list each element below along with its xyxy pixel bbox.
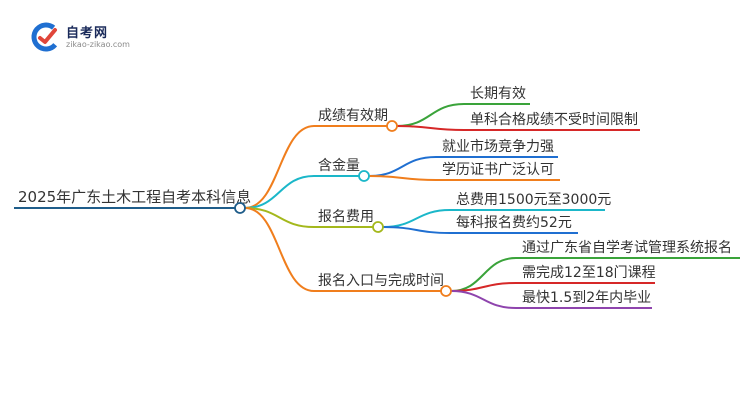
branch-topic-0[interactable]: 成绩有效期: [318, 108, 388, 124]
logo-title: 自考网: [66, 26, 109, 41]
leaf-link-2-0: [382, 209, 451, 228]
branch-topic-3[interactable]: 报名入口与完成时间: [318, 273, 444, 289]
site-logo[interactable]: 自考网 zikao-zikao.com: [30, 20, 150, 54]
leaf-link-1-1: [368, 175, 437, 181]
root-topic[interactable]: 2025年广东土木工程自考本科信息: [18, 188, 251, 206]
leaf-topic-1-1[interactable]: 学历证书广泛认可: [442, 162, 554, 178]
leaf-link-0-1: [396, 125, 465, 131]
leaf-link-0-0: [396, 103, 465, 127]
branch-link-2: [244, 207, 315, 228]
leaf-topic-0-1[interactable]: 单科合格成绩不受时间限制: [470, 112, 638, 128]
branch-topic-1[interactable]: 含金量: [318, 158, 360, 174]
mind-map-nodes: 2025年广东土木工程自考本科信息 成绩有效期 长期有效单科合格成绩不受时间限制含金…: [18, 86, 732, 306]
branch-link-1: [244, 175, 315, 209]
branch-topic-2[interactable]: 报名费用: [318, 209, 374, 225]
leaf-topic-3-0[interactable]: 通过广东省自学考试管理系统报名: [522, 240, 732, 256]
leaf-topic-3-2[interactable]: 最快1.5到2年内毕业: [522, 290, 651, 306]
leaf-topic-3-1[interactable]: 需完成12至18门课程: [522, 265, 656, 281]
leaf-link-2-1: [382, 226, 451, 234]
leaf-link-1-0: [368, 156, 437, 177]
logo-mark-icon: [31, 22, 61, 52]
leaf-topic-1-0[interactable]: 就业市场竞争力强: [442, 138, 554, 155]
branch-link-0: [244, 125, 315, 209]
logo-subtitle: zikao-zikao.com: [66, 40, 130, 49]
root-expand-toggle[interactable]: [234, 202, 246, 214]
leaf-topic-2-0[interactable]: 总费用1500元至3000元: [456, 192, 611, 208]
branch-link-3: [244, 207, 315, 292]
mind-map-links: [14, 103, 740, 309]
leaf-topic-0-0[interactable]: 长期有效: [470, 86, 526, 102]
branch-expand-toggle-2[interactable]: [372, 221, 384, 233]
branch-expand-toggle-1[interactable]: [358, 170, 370, 182]
leaf-topic-2-1[interactable]: 每科报名费约52元: [456, 215, 572, 231]
leaf-link-3-2: [450, 290, 517, 309]
branch-expand-toggle-0[interactable]: [386, 120, 398, 132]
leaf-link-3-1: [450, 282, 517, 292]
branch-expand-toggle-3[interactable]: [440, 285, 452, 297]
